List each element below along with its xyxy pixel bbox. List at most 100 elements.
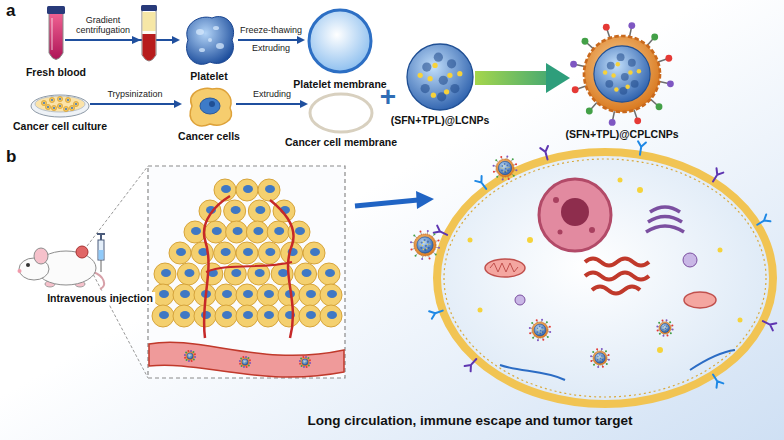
nanoparticle [656,325,658,327]
tumor-cells [278,269,288,277]
membrane-receptor [710,168,724,183]
nanoparticle [549,326,551,328]
membrane-vesicle [305,6,375,76]
blood-vessel [305,360,307,362]
blood-vessel [303,362,305,364]
tumor-cells [258,242,280,264]
tumor-cells [161,269,171,277]
tumor-cells [159,290,169,298]
membrane-receptor [434,226,449,239]
zoom-box [148,166,345,378]
mouse-icon [99,250,104,260]
tumor-cells [236,305,258,327]
platelet-icon [180,12,238,68]
tumor-cells [295,263,317,285]
nanoparticle [506,167,507,168]
culture-dish [43,102,45,104]
nanoparticle-core [427,76,432,81]
nanoparticle [662,320,664,322]
blood-vessel [304,363,306,365]
tumor-cells [221,248,231,256]
blood-vessel [243,366,245,368]
nanoparticle [414,234,436,256]
tumor-cells [318,263,340,285]
delivery-arrow [355,191,434,209]
nanoparticle [662,335,664,337]
blood-vessel [245,363,246,364]
culture-dish [47,106,49,108]
labelled-figure: (SFN+TPL)@LCNPs [405,42,475,112]
coated-nanoparticle [586,108,593,115]
mouse-icon [10,232,110,290]
blood-vessel [243,361,244,362]
tumor-cells [278,305,300,327]
nanoparticle [537,331,539,333]
nanoparticle [547,336,549,338]
tumor-cell [646,226,684,232]
tumor-cells [299,284,321,306]
nanoparticle [542,339,544,341]
tumor-cells [264,311,274,319]
nanoparticle [540,332,542,334]
coated-nanoparticle [603,70,607,74]
process-arrow [475,71,546,85]
nanoparticle [600,359,602,361]
platelet-icon [187,17,234,65]
nanoparticle-core [439,76,448,85]
blood-vessel [189,354,190,355]
tumor-cells [299,305,321,327]
nanoparticle [421,241,423,243]
figure-label: Platelet membrane [293,78,386,90]
tumor-cell [539,179,611,251]
labelled-figure: Platelet membrane [305,6,375,76]
blood-vessel [303,360,305,362]
tumor-cells [226,221,248,243]
nanoparticle [422,245,423,246]
tumor-cells [274,227,284,235]
blood-vessel [304,360,305,361]
nanoparticle [659,333,661,335]
tumor-cells [273,200,295,222]
blood-vessel [193,358,195,360]
nanoparticle [508,167,509,168]
nanoparticle [535,329,537,331]
nanoparticle [536,319,538,321]
nanoparticle [529,332,531,334]
blood-vessel [305,356,307,358]
blood-vessel [304,359,306,361]
blood-vessel [244,363,246,365]
blood-vessel [190,357,191,358]
culture-dish [35,96,85,112]
coated-nanoparticle [625,84,629,88]
nanoparticle [665,327,667,329]
blood-vessel [303,366,305,368]
nanoparticle [508,178,510,180]
nanoparticle [663,330,665,332]
nanoparticle [595,353,605,363]
tumor-cells [306,290,316,298]
blood-vessel [189,355,191,357]
coated-nanoparticle [651,34,658,41]
nanoparticle [665,328,666,329]
tumor-cell [485,259,525,277]
cancer-cell-icon [190,88,231,126]
coated-nanoparticle [582,38,589,45]
blood-vessel [194,353,196,355]
nanoparticle [666,334,668,336]
nanoparticle [438,239,440,241]
tumor-cell [618,178,623,183]
nanoparticle [506,164,508,166]
blood-vessel [239,360,241,362]
tumor-cells [222,311,232,319]
tumor-cells [302,269,312,277]
nanoparticle [428,247,430,249]
blood-vessel [185,352,187,354]
labelled-figure: Intravenous injection [10,232,110,290]
tumor-cells [215,305,237,327]
blood-vessel [301,358,309,366]
tumor-cell [585,259,649,266]
nanoparticle [540,330,542,332]
tumor-cells [191,242,213,264]
nanoparticle [507,169,509,171]
tumor-cell [657,347,663,353]
